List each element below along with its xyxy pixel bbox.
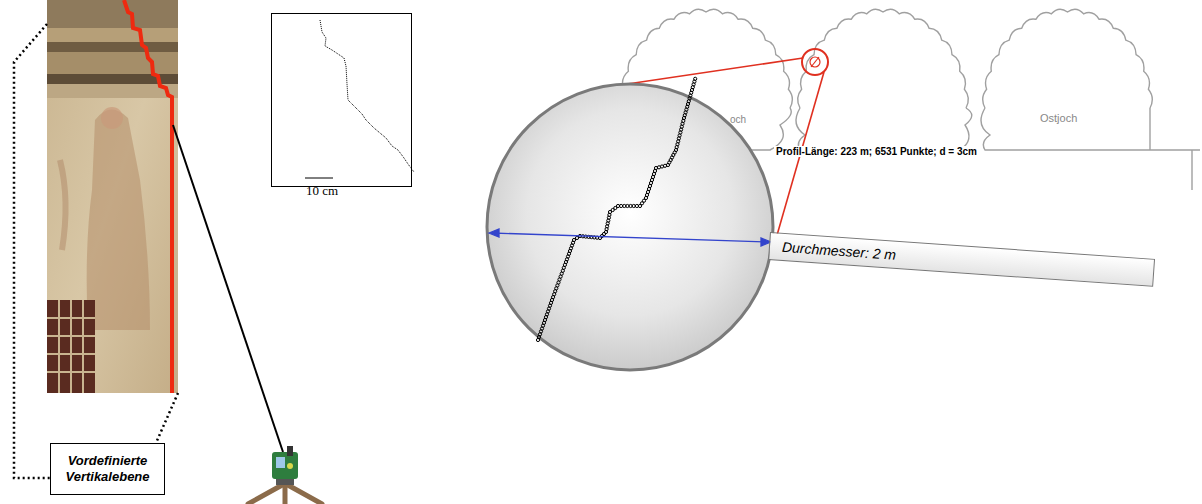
diameter-arrow [489, 229, 771, 246]
dimension-bar: Durchmesser: 2 m [768, 232, 1155, 287]
vault-line [798, 9, 969, 108]
vault-line [983, 9, 1153, 108]
profile-points [536, 77, 696, 341]
sight-line [173, 125, 283, 452]
node-text: Vordefinierte Vertikalebene [57, 453, 158, 486]
inset-box: 10 cm [271, 13, 412, 187]
wall-photo [47, 0, 178, 393]
magnifier [487, 84, 773, 370]
node-text: 10 cm [306, 183, 338, 199]
scale-bar [305, 178, 333, 179]
profile-line [124, 0, 172, 393]
total-station [248, 446, 322, 504]
profile-note: Profil-Länge: 223 m; 6531 Punkte; d = 3c… [774, 146, 979, 157]
plane-outline [14, 24, 178, 478]
profile-detail [320, 20, 414, 172]
profile-point [694, 77, 697, 80]
node-text: Durchmesser: 2 m [781, 239, 896, 263]
vault-line [981, 108, 1200, 190]
label-box: Vordefinierte Vertikalebene [50, 443, 165, 495]
vault-line [796, 108, 972, 150]
bay-name: och [730, 114, 746, 125]
bay-name: Ostjoch [1040, 112, 1077, 124]
